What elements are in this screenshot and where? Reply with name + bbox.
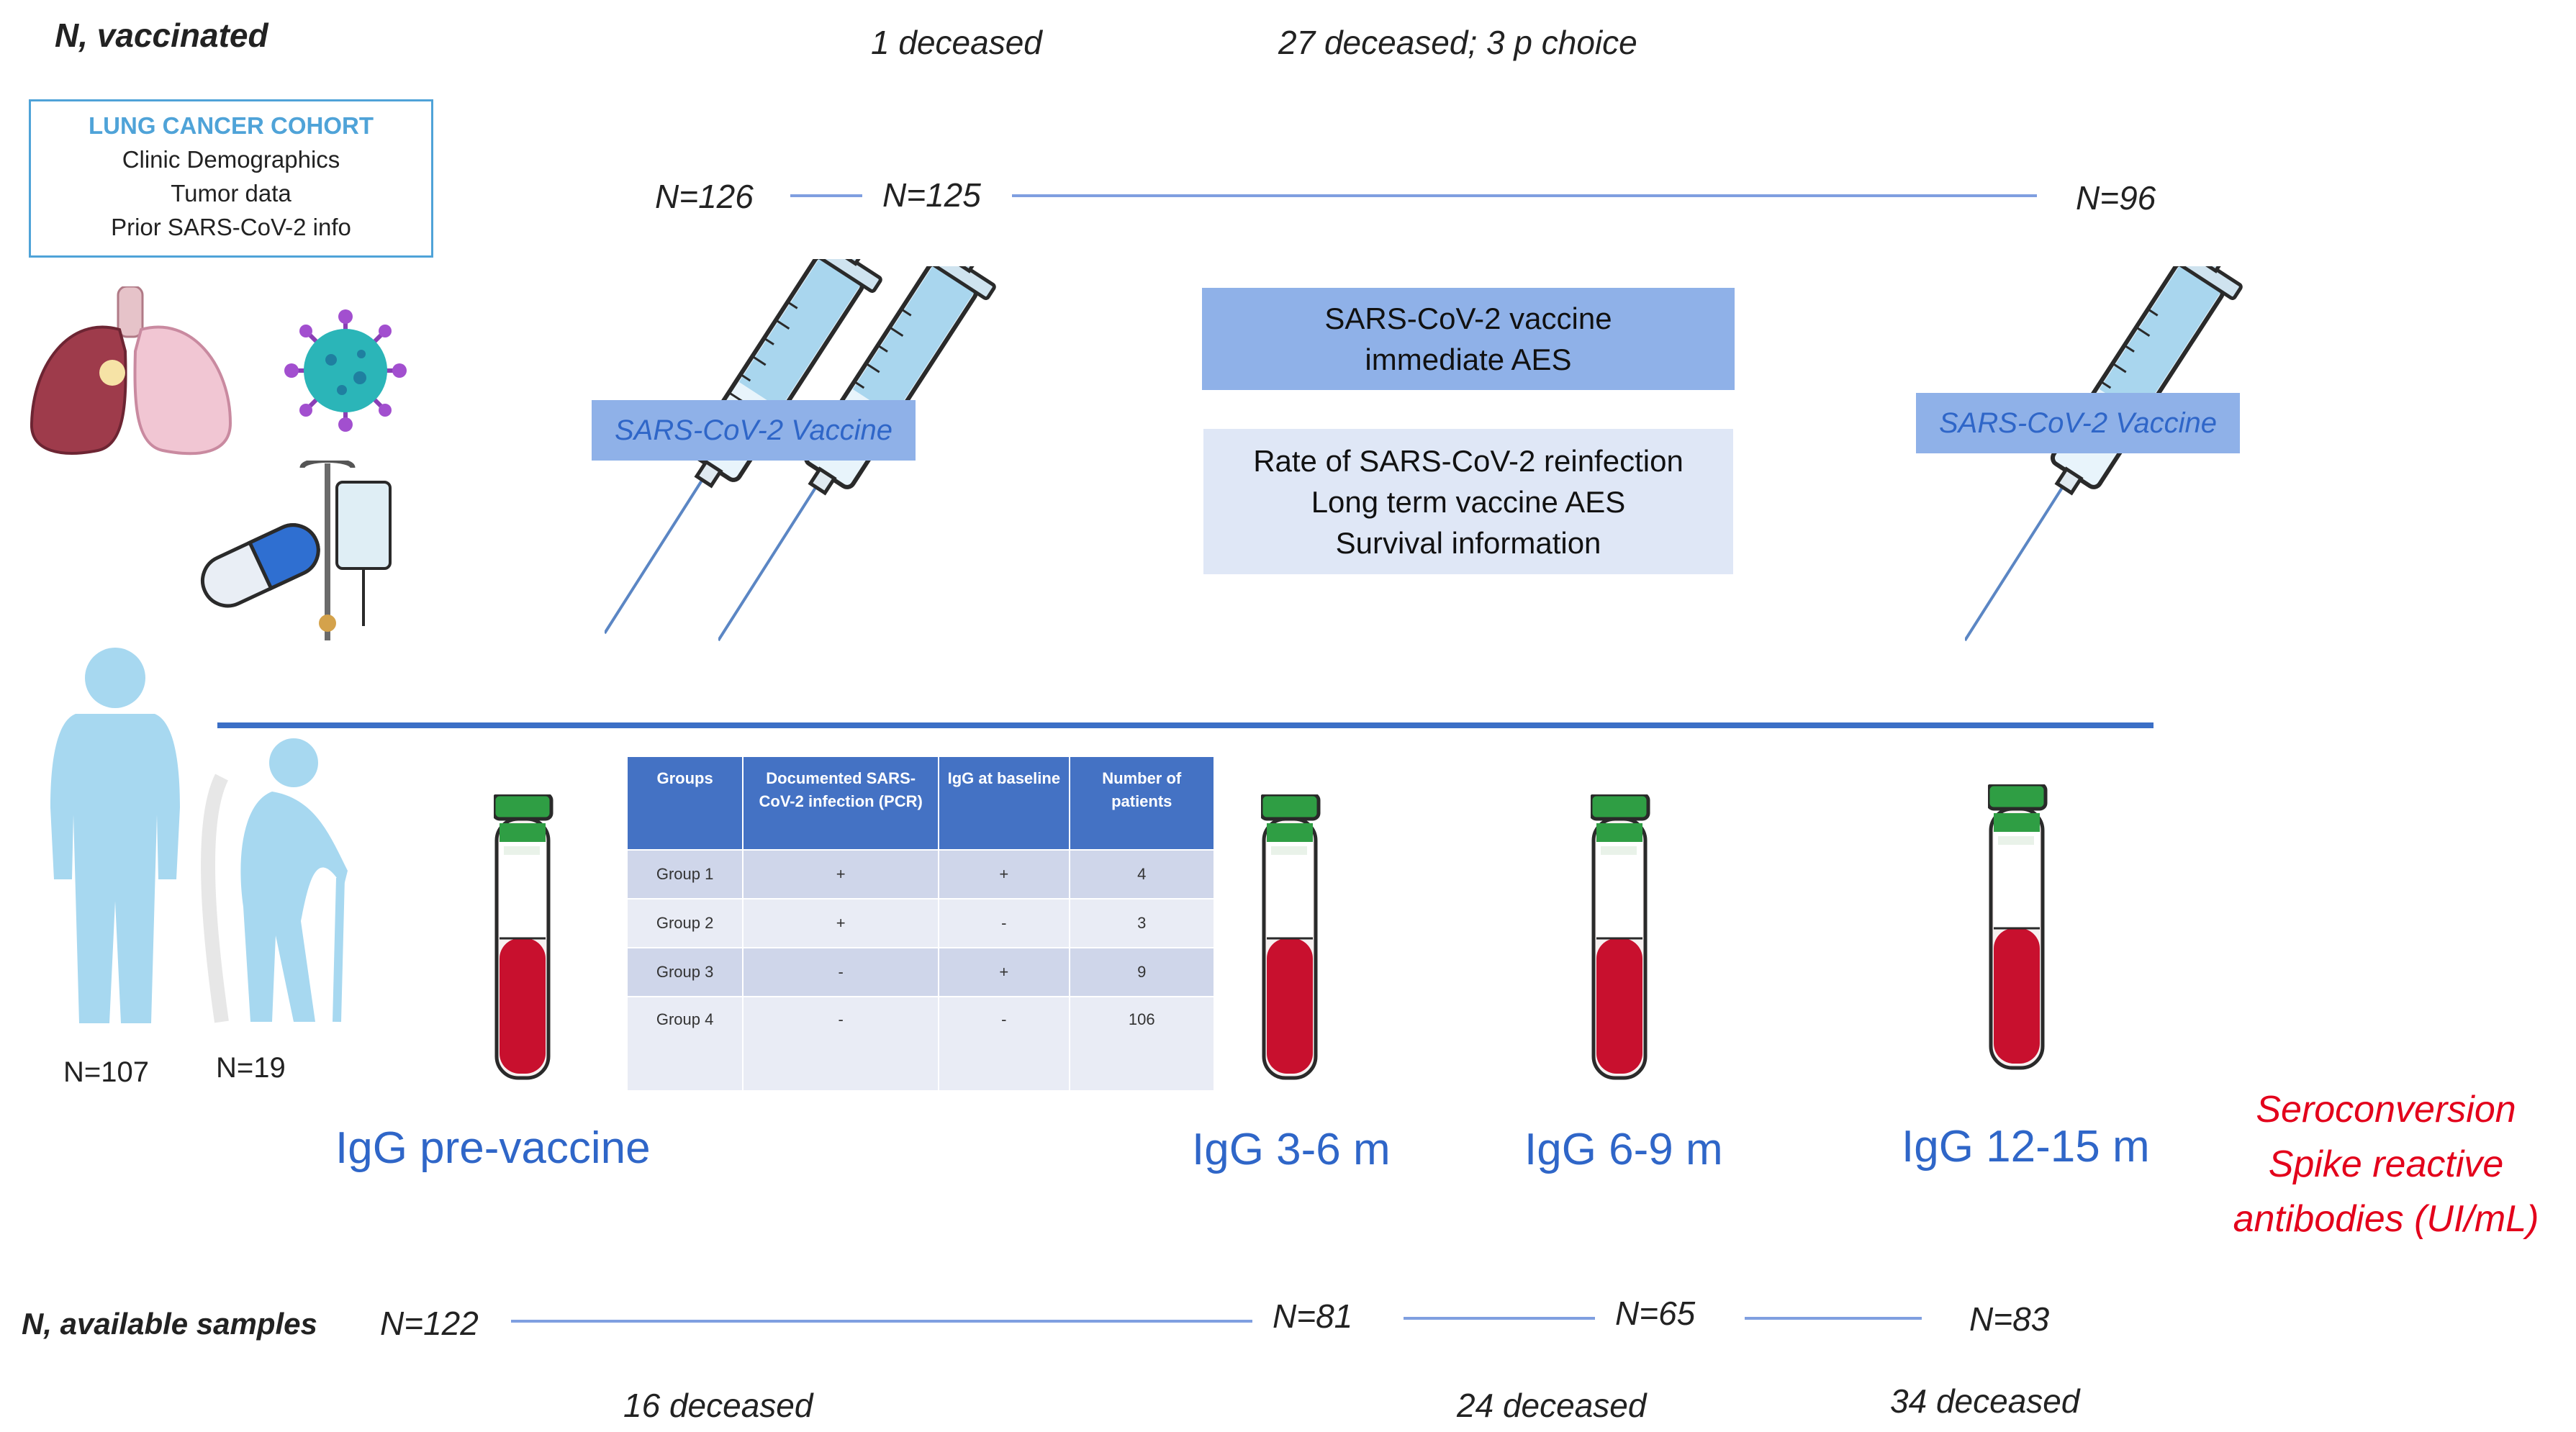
groups-table: Groups Documented SARS-CoV-2 infection (… [625, 756, 1215, 1092]
seroconversion-note: Seroconversion Spike reactive antibodies… [2202, 1082, 2570, 1246]
n-vaccinated-1: N=126 [655, 178, 754, 215]
cohort-line: Tumor data [171, 180, 292, 207]
connector-line [1745, 1317, 1922, 1320]
table-cell: - [742, 947, 940, 997]
table-row: Group 3 - + 9 [625, 947, 1215, 997]
table-header: Number of patients [1068, 756, 1215, 851]
cohort-line: Prior SARS-CoV-2 info [111, 214, 351, 240]
cohort-line: Clinic Demographics [122, 146, 340, 173]
n-vaccinated-label: N, vaccinated [55, 17, 268, 54]
table-cell: + [938, 849, 1070, 899]
timepoint-label-12-15: IgG 12-15 m [1902, 1122, 2150, 1172]
elderly-person-icon [201, 738, 348, 1023]
deceased-bottom-1: 16 deceased [623, 1387, 813, 1424]
panel-line: SARS-CoV-2 vaccine [1324, 302, 1612, 335]
table-cell: Group 2 [625, 898, 744, 948]
table-cell: 3 [1068, 898, 1215, 948]
deceased-label-1: 1 deceased [871, 24, 1042, 61]
n-population-2: N=19 [216, 1052, 286, 1084]
n-vaccinated-2: N=125 [882, 176, 981, 214]
immediate-aes-panel: SARS-CoV-2 vaccine immediate AES [1202, 288, 1735, 390]
panel-line: Rate of SARS-CoV-2 reinfection [1253, 443, 1684, 478]
vaccine-label-1: SARS-CoV-2 Vaccine [592, 400, 916, 461]
blood-tube-icon-4 [1988, 784, 2053, 1074]
virus-icon [284, 309, 407, 432]
table-cell: - [938, 996, 1070, 1092]
syringe-icon-3 [1965, 266, 2310, 669]
table-header: Groups [625, 756, 744, 851]
panel-line: immediate AES [1365, 343, 1572, 376]
connector-line [790, 194, 862, 197]
timepoint-label-pre: IgG pre-vaccine [335, 1123, 651, 1173]
table-header: Documented SARS-CoV-2 infection (PCR) [742, 756, 940, 851]
n-samples-3: N=65 [1615, 1295, 1696, 1332]
table-cell: - [938, 898, 1070, 948]
treatment-icon [201, 461, 392, 640]
table-cell: 4 [1068, 849, 1215, 899]
n-samples-1: N=122 [380, 1305, 479, 1342]
connector-line [1404, 1317, 1595, 1320]
followup-panel: Rate of SARS-CoV-2 reinfection Long term… [1203, 429, 1733, 574]
blood-tube-icon-3 [1591, 794, 1655, 1084]
n-samples-4: N=83 [1969, 1300, 2050, 1338]
table-cell: + [938, 947, 1070, 997]
table-cell: + [742, 898, 940, 948]
n-population-1: N=107 [63, 1056, 149, 1088]
connector-line [1012, 194, 2037, 197]
n-samples-2: N=81 [1273, 1297, 1353, 1335]
table-cell: Group 3 [625, 947, 744, 997]
table-row: Group 2 + - 3 [625, 898, 1215, 948]
table-cell: Group 1 [625, 849, 744, 899]
seroconversion-line: antibodies (UI/mL) [2233, 1198, 2539, 1240]
lungs-icon [30, 286, 232, 456]
syringe-icon-2 [718, 266, 1064, 669]
deceased-label-2: 27 deceased; 3 p choice [1278, 24, 1637, 61]
table-cell: + [742, 849, 940, 899]
table-cell: 106 [1068, 996, 1215, 1092]
cohort-info-box: LUNG CANCER COHORT Clinic Demographics T… [29, 99, 433, 258]
table-row: Group 1 + + 4 [625, 849, 1215, 899]
blood-tube-icon-1 [494, 794, 559, 1084]
deceased-bottom-3: 34 deceased [1890, 1382, 2080, 1420]
panel-line: Survival information [1335, 525, 1601, 560]
panel-line: Long term vaccine AES [1311, 484, 1626, 519]
adult-person-icon [50, 648, 180, 1023]
table-header: IgG at baseline [938, 756, 1070, 851]
timepoint-label-3-6: IgG 3-6 m [1192, 1125, 1391, 1174]
table-cell: 9 [1068, 947, 1215, 997]
vaccine-label-2: SARS-CoV-2 Vaccine [1916, 393, 2240, 453]
deceased-bottom-2: 24 deceased [1457, 1387, 1647, 1424]
main-timeline [217, 722, 2154, 728]
connector-line [511, 1320, 1252, 1323]
table-row: Group 4 - - 106 [625, 996, 1215, 1092]
n-vaccinated-3: N=96 [2076, 179, 2156, 217]
timepoint-label-6-9: IgG 6-9 m [1524, 1125, 1723, 1174]
table-cell: - [742, 996, 940, 1092]
cohort-title: LUNG CANCER COHORT [89, 112, 374, 139]
blood-tube-icon-2 [1261, 794, 1326, 1084]
seroconversion-line: Seroconversion [2256, 1089, 2516, 1130]
table-cell: Group 4 [625, 996, 744, 1092]
n-samples-label: N, available samples [22, 1307, 317, 1341]
seroconversion-line: Spike reactive [2268, 1143, 2504, 1185]
